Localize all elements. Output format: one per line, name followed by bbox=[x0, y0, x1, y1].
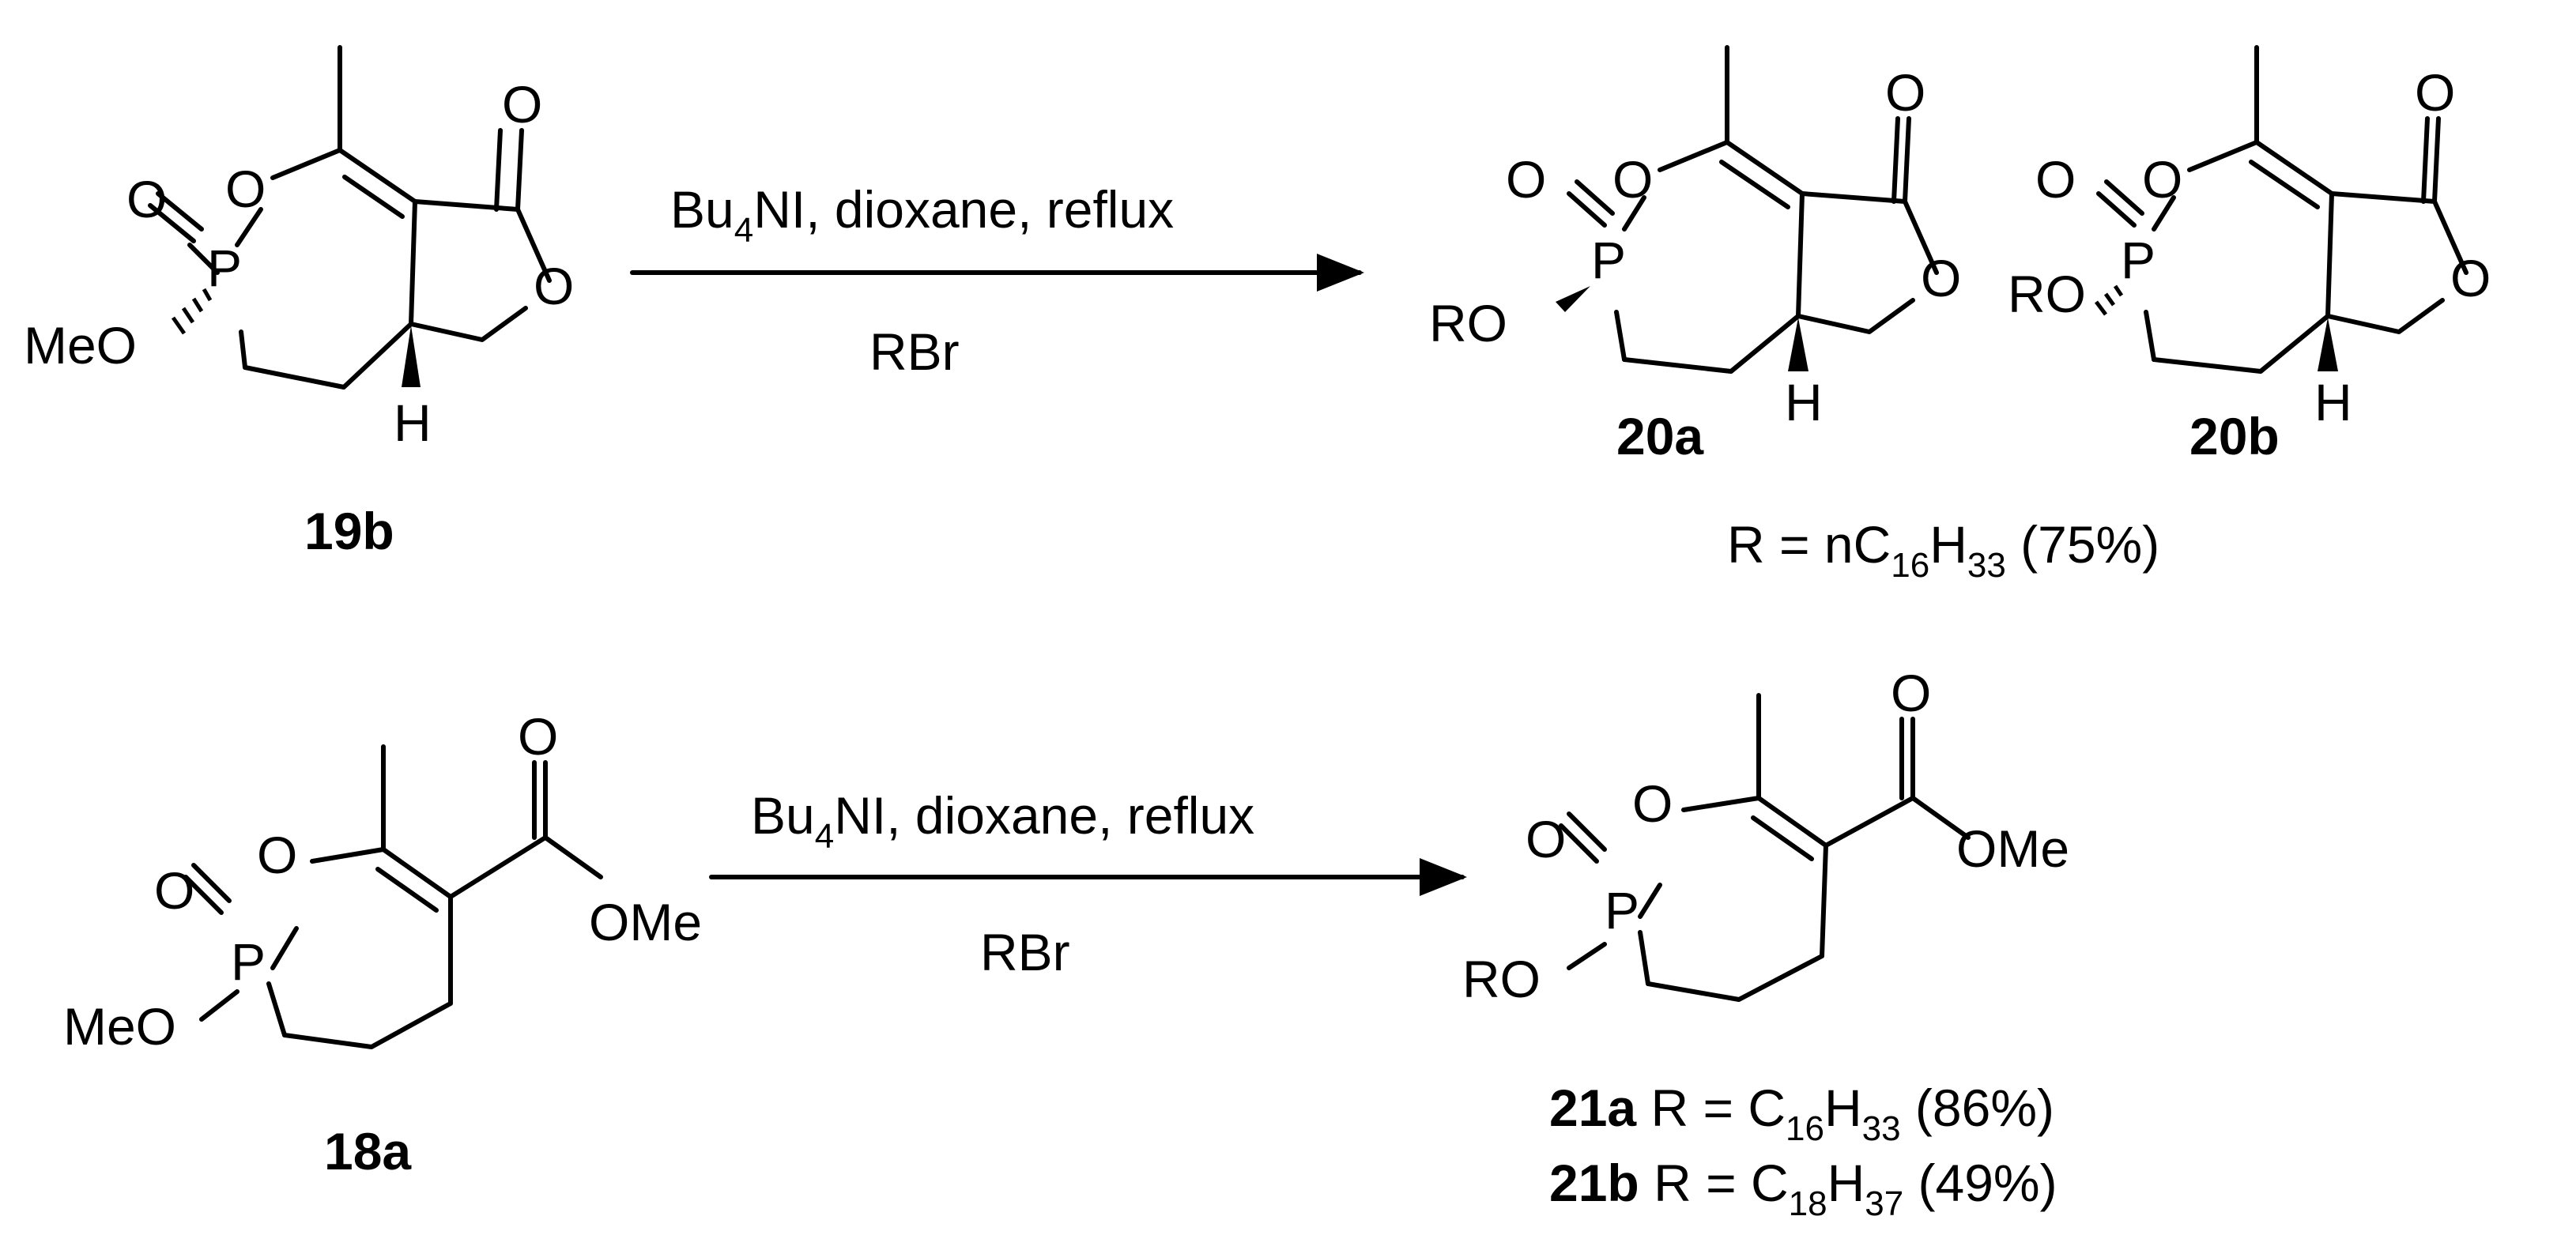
atom-p: P bbox=[1591, 231, 1626, 289]
substituent-meo: MeO bbox=[63, 997, 176, 1056]
atom-p: P bbox=[1605, 881, 1639, 939]
compound-label: 19b bbox=[304, 502, 394, 560]
reaction-arrow-2: Bu4NI, dioxane, reflux RBr bbox=[709, 786, 1467, 981]
hatch-bond bbox=[2095, 284, 2124, 316]
reagent-text: Bu4NI, dioxane, reflux bbox=[751, 786, 1254, 856]
atom-o: O bbox=[2450, 249, 2491, 307]
atom-o: O bbox=[1885, 63, 1925, 122]
compound-label: 20b bbox=[2189, 407, 2280, 465]
wedge-bond bbox=[402, 326, 421, 387]
compound-19b: O O O O P MeO H 19b bbox=[24, 45, 574, 560]
atom-o: O bbox=[1632, 774, 1673, 833]
compound-18a: O O OMe O P MeO 18a bbox=[63, 707, 702, 1180]
substituent-meo: MeO bbox=[24, 316, 137, 375]
atom-o: O bbox=[1506, 150, 1546, 209]
r-group-definition: R = nC16H33 (75%) bbox=[1727, 515, 2159, 585]
atom-h: H bbox=[394, 393, 432, 452]
reagent-text: Bu4NI, dioxane, reflux bbox=[670, 180, 1174, 250]
atom-o: O bbox=[2415, 63, 2455, 122]
wedge-bond bbox=[1788, 318, 1808, 371]
substituent-ome: OMe bbox=[589, 893, 702, 951]
reagent-text: RBr bbox=[980, 923, 1070, 981]
atom-o: O bbox=[2142, 150, 2182, 209]
atom-o: O bbox=[1526, 810, 1566, 868]
atom-o: O bbox=[257, 826, 297, 884]
compound-20a: O O O O P RO H 20a bbox=[1429, 45, 1961, 465]
atom-o: O bbox=[154, 861, 194, 920]
atom-o: O bbox=[225, 160, 266, 218]
atom-p: P bbox=[2121, 231, 2155, 289]
substituent-ro: RO bbox=[1429, 294, 1507, 352]
atom-o: O bbox=[534, 257, 574, 315]
atom-o: O bbox=[518, 707, 558, 766]
atom-o: O bbox=[126, 170, 167, 228]
atom-h: H bbox=[2314, 373, 2352, 431]
hatch-bond bbox=[171, 288, 213, 335]
atom-o: O bbox=[1891, 664, 1931, 722]
atom-p: P bbox=[207, 239, 242, 297]
substituent-ro: RO bbox=[2008, 265, 2086, 323]
wedge-bond bbox=[1556, 286, 1590, 312]
compound-label: 18a bbox=[324, 1122, 412, 1180]
substituent-ro: RO bbox=[1462, 950, 1541, 1008]
product-21a-definition: 21a R = C16H33 (86%) bbox=[1549, 1079, 2054, 1148]
atom-o: O bbox=[1921, 249, 1961, 307]
atom-o: O bbox=[502, 75, 542, 134]
wedge-bond bbox=[2318, 318, 2338, 371]
atom-o: O bbox=[1612, 150, 1653, 209]
atom-h: H bbox=[1785, 373, 1823, 431]
atom-p: P bbox=[231, 932, 266, 991]
atom-o: O bbox=[2035, 150, 2076, 209]
compound-label: 20a bbox=[1616, 407, 1704, 465]
reaction-arrow-1: Bu4NI, dioxane, reflux RBr bbox=[630, 180, 1364, 381]
substituent-ome: OMe bbox=[1956, 819, 2069, 878]
compound-20b: O O O O P RO H 20b bbox=[2008, 45, 2491, 465]
product-21b-definition: 21b R = C18H37 (49%) bbox=[1549, 1154, 2057, 1223]
reagent-text: RBr bbox=[869, 322, 960, 381]
compound-21: O O OMe O P RO bbox=[1462, 664, 2069, 1008]
